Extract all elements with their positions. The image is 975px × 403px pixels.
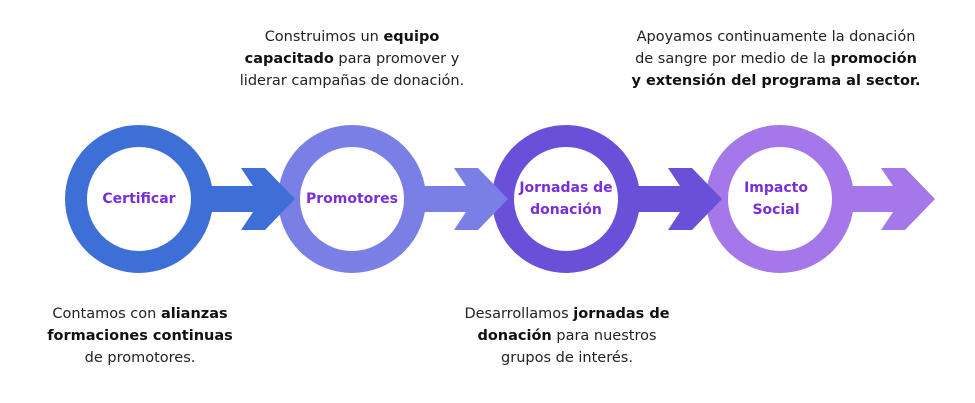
step-1-shape (65, 125, 295, 273)
top2-line3: y extensión del programa al sector. (631, 73, 921, 89)
step-1-label: Certificar (79, 188, 199, 210)
step-1-label-text: Certificar (102, 191, 176, 207)
top1-line1-b: equipo (383, 29, 440, 45)
step-4-label: Impacto Social (716, 177, 836, 221)
certificar-description: Contamos con alianzas formaciones contin… (30, 303, 250, 369)
bottom2-line3: grupos de interés. (501, 350, 633, 366)
step-4-label-line1: Impacto (744, 180, 808, 196)
bottom1-line1-b: alianzas (160, 306, 228, 322)
bottom2-line2-b: para nuestros (551, 328, 657, 344)
step-2-label: Promotores (292, 188, 412, 210)
step-2-label-text: Promotores (305, 191, 399, 207)
top1-line2-b: para promover y (333, 51, 460, 67)
top2-line2-a: de sangre por medio de la (635, 51, 831, 67)
step-2-arrow (407, 168, 508, 230)
jornadas-description: Desarrollamos jornadas de donación para … (444, 303, 690, 369)
step-4-arrow (835, 168, 935, 230)
bottom1-line3: de promotores. (84, 350, 196, 366)
step-3-label-line1: Jornadas de (519, 180, 613, 196)
step-3-label: Jornadas de donación (506, 177, 626, 221)
bottom2-line1-b: jornadas de (573, 306, 670, 322)
step-1-arrow (194, 168, 295, 230)
bottom2-line2-a: donación (477, 328, 552, 344)
bottom1-line2: formaciones continuas (47, 328, 233, 344)
top2-line2-b: promoción (830, 51, 917, 67)
impacto-description: Apoyamos continuamente la donación de sa… (618, 26, 934, 92)
top2-line1: Apoyamos continuamente la donación (636, 29, 916, 45)
top1-line2-a: capacitado (244, 51, 334, 67)
top1-line3: liderar campañas de donación. (239, 73, 465, 89)
step-4-label-line2: Social (752, 202, 800, 218)
step-3-arrow (621, 168, 722, 230)
step-3-label-line2: donación (530, 202, 602, 218)
bottom2-line1-a: Desarrollamos (464, 306, 574, 322)
bottom1-line1-a: Contamos con (52, 306, 161, 322)
top1-line1-a: Construimos un (264, 29, 384, 45)
promotores-description: Construimos un equipo capacitado para pr… (222, 26, 482, 92)
